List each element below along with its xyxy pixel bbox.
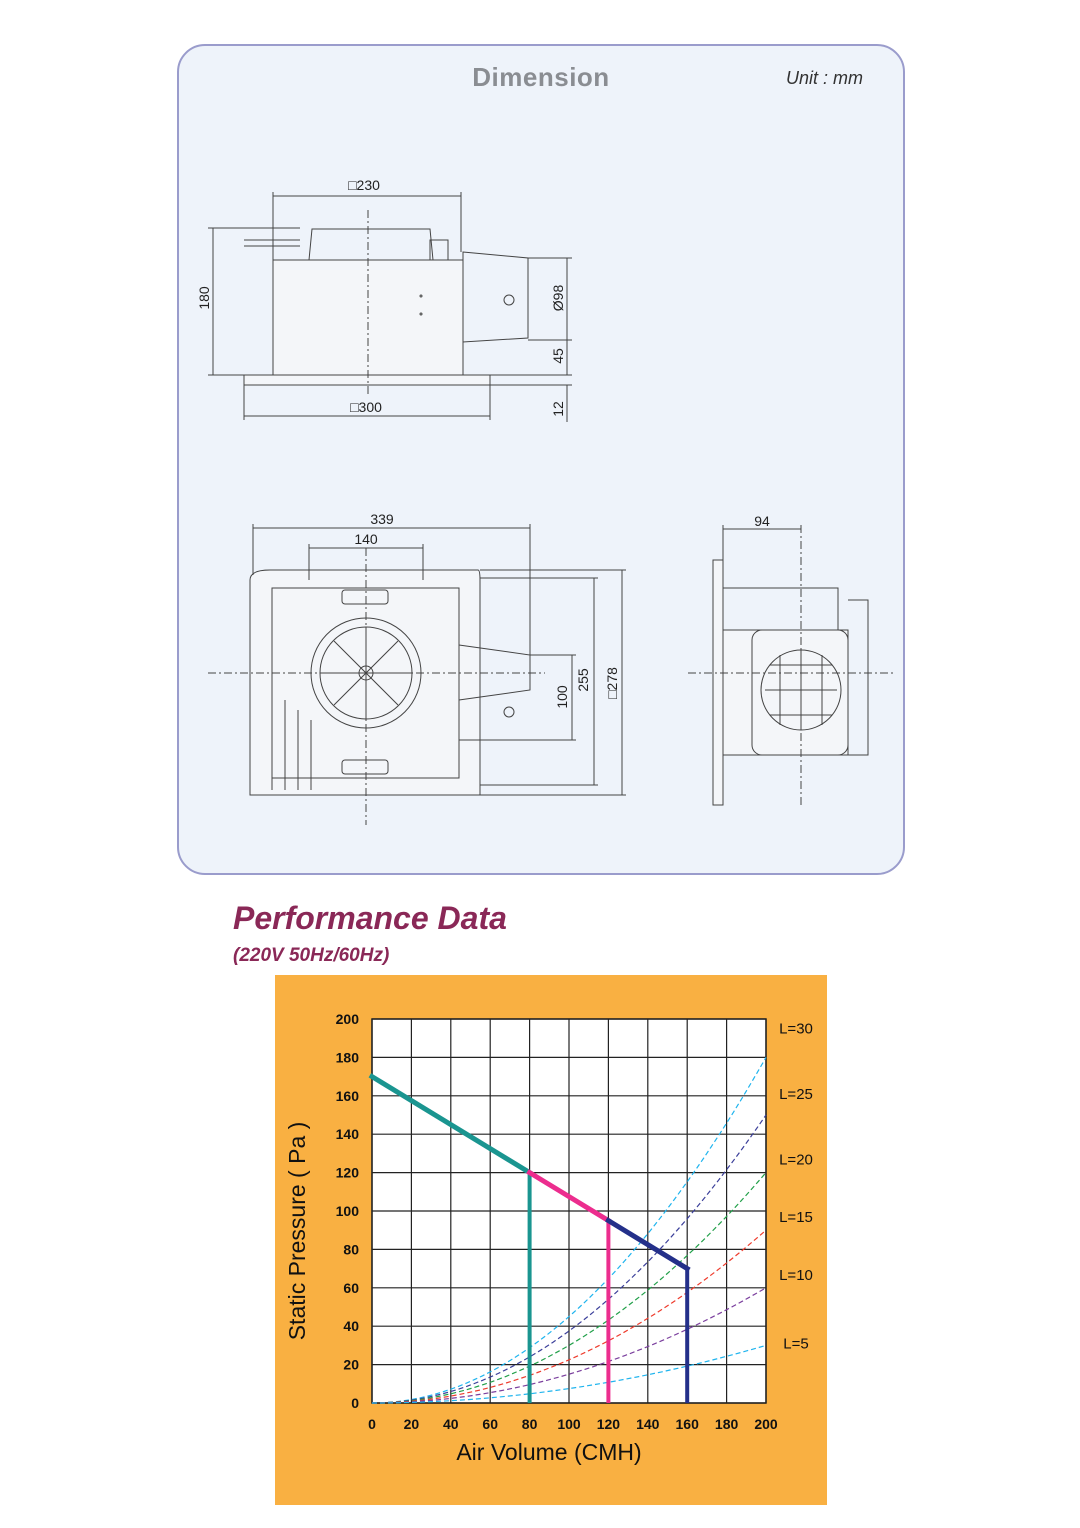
fan-curve-segment-3 <box>604 1217 691 1273</box>
duct-curve-L-20 <box>371 1172 767 1404</box>
dim-length: 339 <box>370 511 394 527</box>
duct-curve-label: L=30 <box>779 1020 813 1037</box>
fan-curve-segment-2 <box>526 1169 612 1225</box>
y-tick-label: 20 <box>343 1357 359 1373</box>
duct-curve-L-15 <box>371 1229 767 1404</box>
x-tick-label: 160 <box>676 1416 700 1432</box>
duct-curve-L-25 <box>371 1114 767 1404</box>
dim-duct-100: 100 <box>554 685 570 709</box>
duct-curve-label: L=15 <box>779 1209 813 1226</box>
y-tick-label: 40 <box>343 1318 359 1334</box>
x-tick-label: 180 <box>715 1416 739 1432</box>
dim-base-width: □300 <box>350 399 382 415</box>
x-tick-label: 60 <box>482 1416 498 1432</box>
dim-depth-255: 255 <box>575 668 591 692</box>
dim-duct-diameter: Ø98 <box>550 285 566 312</box>
dim-mount-spacing: 140 <box>354 531 378 547</box>
chart-svg: 0 20 40 60 80 100 120 140 160 180 200 0 20 40 60 80 100 1… <box>284 1011 813 1465</box>
duct-curve-L-10 <box>372 1287 767 1404</box>
y-tick-label: 100 <box>336 1203 360 1219</box>
y-tick-label: 0 <box>351 1395 359 1411</box>
x-tick-label: 40 <box>443 1416 459 1432</box>
performance-chart: 0 20 40 60 80 100 120 140 160 180 200 0 20 40 60 80 100 1… <box>275 975 827 1505</box>
performance-subtitle: (220V 50Hz/60Hz) <box>233 945 390 966</box>
top-view-drawing <box>208 524 626 825</box>
dim-duct-offset: 45 <box>550 348 566 364</box>
x-tick-label: 200 <box>754 1416 778 1432</box>
dim-side-94: 94 <box>754 513 770 529</box>
y-tick-label: 140 <box>336 1126 360 1142</box>
x-tick-label: 20 <box>404 1416 420 1432</box>
duct-curve-label: L=10 <box>779 1267 813 1284</box>
x-tick-label: 120 <box>597 1416 621 1432</box>
dim-top-width: □230 <box>348 177 380 193</box>
x-tick-label: 100 <box>557 1416 581 1432</box>
duct-curve-label: L=20 <box>779 1152 813 1169</box>
performance-title: Performance Data <box>233 900 507 936</box>
dimension-title: Dimension <box>472 62 610 92</box>
duct-curve-L-5 <box>372 1344 767 1404</box>
dim-height: 180 <box>196 286 212 310</box>
y-tick-label: 160 <box>336 1088 360 1104</box>
y-axis-label: Static Pressure ( Pa ) <box>284 1122 310 1341</box>
dim-panel-thickness: 12 <box>550 401 566 417</box>
y-tick-label: 180 <box>336 1049 360 1065</box>
y-tick-label: 120 <box>336 1165 360 1181</box>
duct-curve-label: L=5 <box>783 1335 808 1352</box>
dim-panel-278: □278 <box>604 667 620 699</box>
y-tick-label: 80 <box>343 1241 359 1257</box>
unit-label: Unit : mm <box>785 68 863 88</box>
x-tick-label: 0 <box>368 1416 376 1432</box>
x-tick-label: 140 <box>636 1416 660 1432</box>
x-tick-label: 80 <box>522 1416 538 1432</box>
front-view-drawing <box>208 192 572 422</box>
fan-curve-segment-1 <box>368 1073 534 1177</box>
duct-curve-L-30 <box>371 1057 767 1404</box>
dimension-drawings: □230 □300 180 Ø98 45 12 339 140 100 255 … <box>196 177 893 825</box>
x-axis-label: Air Volume (CMH) <box>456 1439 641 1465</box>
y-tick-label: 200 <box>336 1011 360 1027</box>
side-view-drawing <box>688 525 893 806</box>
y-tick-label: 60 <box>343 1280 359 1296</box>
duct-curve-label: L=25 <box>779 1086 813 1103</box>
